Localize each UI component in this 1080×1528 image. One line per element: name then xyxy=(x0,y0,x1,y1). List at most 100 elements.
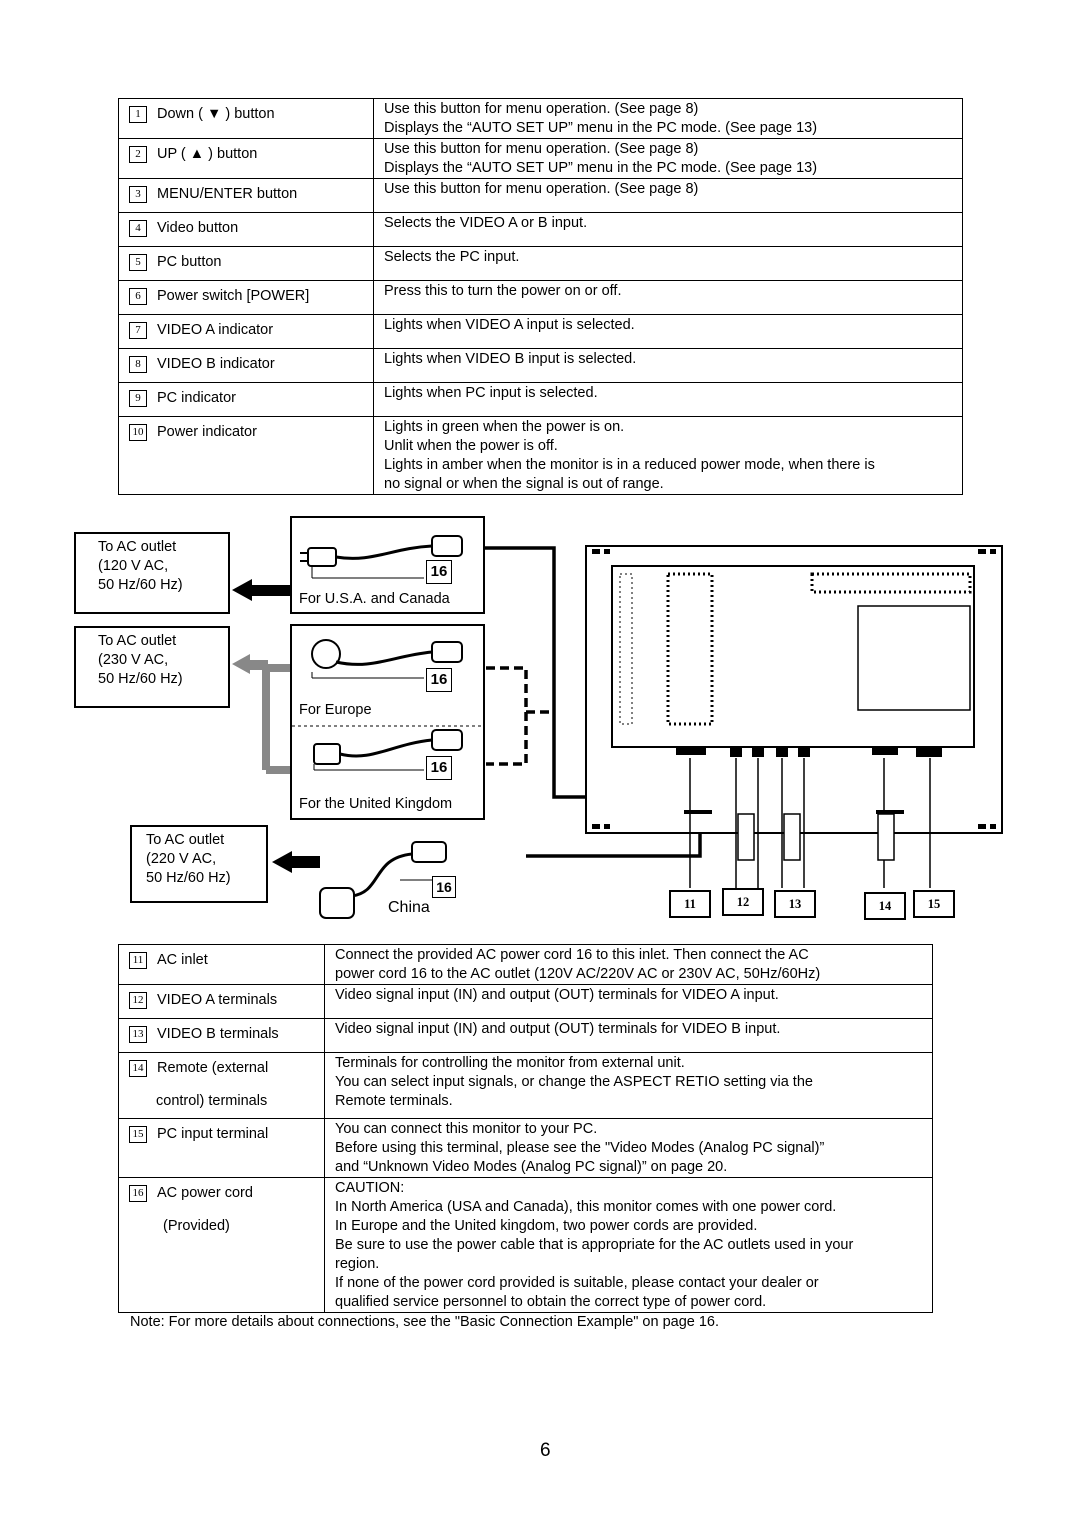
item-name: PC input terminal xyxy=(157,1126,269,1142)
gray-link-line xyxy=(262,664,290,770)
cord-route-europe-uk xyxy=(486,666,528,766)
item-desc-line: Before using this terminal, please see t… xyxy=(335,1140,825,1156)
item-desc-line: power cord 16 to the AC outlet (120V AC/… xyxy=(335,966,821,982)
video-b-port xyxy=(776,747,788,757)
item-name: AC power cord xyxy=(157,1185,253,1201)
item-desc-line: Use this button for menu operation. (See… xyxy=(384,101,699,117)
item-desc-line: Selects the VIDEO A or B input. xyxy=(384,215,588,231)
video-a-port xyxy=(730,747,742,757)
item-name-cont: (Provided) xyxy=(163,1218,230,1234)
item-name: Power switch [POWER] xyxy=(157,288,310,304)
cord-china-label: China xyxy=(388,899,430,916)
callout-11: 11 xyxy=(669,890,711,918)
item-name: PC button xyxy=(157,254,222,270)
item-number: 5 xyxy=(129,254,147,271)
item-desc-line: Remote terminals. xyxy=(335,1093,453,1109)
item-name-cont: control) terminals xyxy=(156,1093,268,1109)
item-name: Down ( ▼ ) button xyxy=(157,106,275,122)
item-number: 3 xyxy=(129,186,147,203)
callout-15: 15 xyxy=(913,890,955,918)
video-b-port xyxy=(798,747,810,757)
cord-number-label: 16 xyxy=(426,560,452,584)
item-number: 8 xyxy=(129,356,147,373)
outlet-label: (220 V AC, xyxy=(146,851,217,867)
callout-14: 14 xyxy=(864,892,906,920)
connection-note: Note: For more details about connections… xyxy=(130,1314,720,1330)
item-desc-line: In North America (USA and Canada), this … xyxy=(335,1199,837,1215)
arrow-to-120v-outlet xyxy=(232,579,292,601)
outlet-label: To AC outlet xyxy=(146,832,225,848)
video-a-cable xyxy=(737,813,755,861)
table-row: 15 PC input terminal You can connect this… xyxy=(118,1118,933,1178)
table-row: 5 PC button Selects the PC input. xyxy=(118,246,963,281)
item-number: 11 xyxy=(129,952,147,969)
item-name: Video button xyxy=(157,220,239,236)
outlet-230v-box: To AC outlet (230 V AC, 50 Hz/60 Hz) xyxy=(74,626,230,708)
item-desc-line: Selects the PC input. xyxy=(384,249,520,265)
item-desc-line: Video signal input (IN) and output (OUT)… xyxy=(335,1021,781,1037)
pc-input-port xyxy=(916,747,942,757)
item-number: 1 xyxy=(129,106,147,123)
item-name: VIDEO A indicator xyxy=(157,322,274,338)
video-a-port xyxy=(752,747,764,757)
item-desc-line: Lights in amber when the monitor is in a… xyxy=(384,457,875,473)
cord-number-label: 16 xyxy=(426,756,452,780)
power-cord-icon xyxy=(300,535,463,579)
item-number: 9 xyxy=(129,390,147,407)
item-name: MENU/ENTER button xyxy=(157,186,298,202)
item-number: 16 xyxy=(129,1185,147,1202)
item-name: AC inlet xyxy=(157,952,208,968)
item-desc-line: Displays the “AUTO SET UP” menu in the P… xyxy=(384,160,818,176)
cord-europe-label: For Europe xyxy=(299,702,372,718)
item-name: Remote (external xyxy=(157,1060,269,1076)
arrow-to-230v-outlet xyxy=(232,654,268,674)
item-number: 2 xyxy=(129,146,147,163)
item-name: UP ( ▲ ) button xyxy=(157,146,258,162)
cord-uk-label: For the United Kingdom xyxy=(299,796,453,812)
item-desc-line: You can connect this monitor to your PC. xyxy=(335,1121,598,1137)
label-plate xyxy=(857,605,971,711)
table-row: 11 AC inlet Connect the provided AC power… xyxy=(118,944,933,985)
item-number: 6 xyxy=(129,288,147,305)
cord-number-label: 16 xyxy=(432,876,456,898)
callout-13: 13 xyxy=(774,890,816,918)
arrow-to-220v-outlet xyxy=(272,851,320,873)
item-name: VIDEO B indicator xyxy=(157,356,275,372)
outlet-120v-box: To AC outlet (120 V AC, 50 Hz/60 Hz) xyxy=(74,532,230,614)
outlet-label: To AC outlet xyxy=(98,633,177,649)
power-cord-icon xyxy=(292,639,483,771)
page-number: 6 xyxy=(540,1440,551,1461)
controls-table: 1 Down ( ▼ ) button Use this button for m… xyxy=(118,98,963,495)
item-number: 10 xyxy=(129,424,147,441)
cord-europe-uk-box: 16 For Europe 16 For the United Kingdom xyxy=(290,624,485,820)
outlet-label: (120 V AC, xyxy=(98,558,169,574)
item-name: Power indicator xyxy=(157,424,257,440)
item-desc-line: You can select input signals, or change … xyxy=(335,1074,813,1090)
vent-grid-top xyxy=(810,572,972,594)
item-desc-line: Press this to turn the power on or off. xyxy=(384,283,622,299)
item-number: 14 xyxy=(129,1060,147,1077)
remote-port xyxy=(872,747,898,755)
item-desc-line: Unlit when the power is off. xyxy=(384,438,558,454)
item-number: 15 xyxy=(129,1126,147,1143)
item-number: 4 xyxy=(129,220,147,237)
item-desc-line: In Europe and the United kingdom, two po… xyxy=(335,1218,758,1234)
item-desc-line: Connect the provided AC power cord 16 to… xyxy=(335,947,809,963)
vent-grid xyxy=(666,572,714,726)
cord-usa-label: For U.S.A. and Canada xyxy=(299,591,450,607)
item-desc-line: and “Unknown Video Modes (Analog PC sign… xyxy=(335,1159,728,1175)
remote-cable xyxy=(877,813,895,861)
item-number: 12 xyxy=(129,992,147,1009)
item-desc-line: If none of the power cord provided is su… xyxy=(335,1275,819,1291)
table-row: 1 Down ( ▼ ) button Use this button for m… xyxy=(118,98,963,139)
outlet-label: 50 Hz/60 Hz) xyxy=(98,671,183,687)
vent-slots xyxy=(619,573,633,725)
china-power-cord-icon xyxy=(319,841,447,919)
